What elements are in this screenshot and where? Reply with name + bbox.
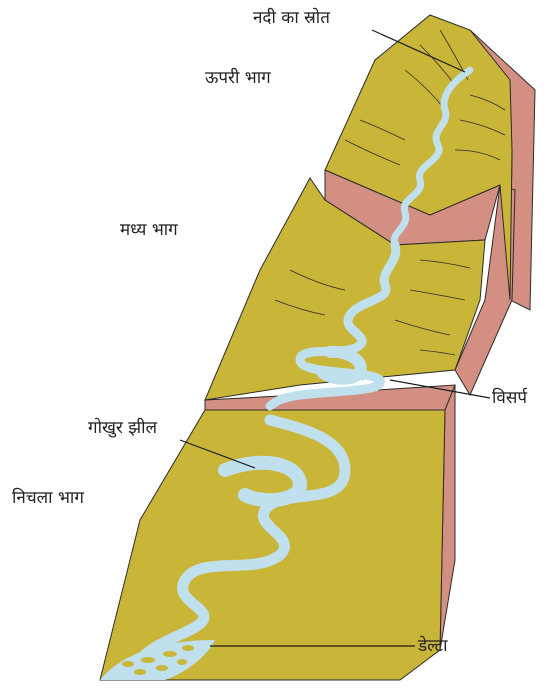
label-meander: विसर्प xyxy=(492,390,527,407)
label-delta: डेल्टा xyxy=(418,638,447,655)
land-lower-course xyxy=(100,410,445,680)
label-river-source: नदी का स्रोत xyxy=(253,10,330,27)
label-middle-course: मध्य भाग xyxy=(120,222,178,239)
label-oxbow-lake: गोखुर झील xyxy=(88,420,157,437)
label-lower-course: निचला भाग xyxy=(12,490,84,507)
label-upper-course: ऊपरी भाग xyxy=(205,70,271,87)
